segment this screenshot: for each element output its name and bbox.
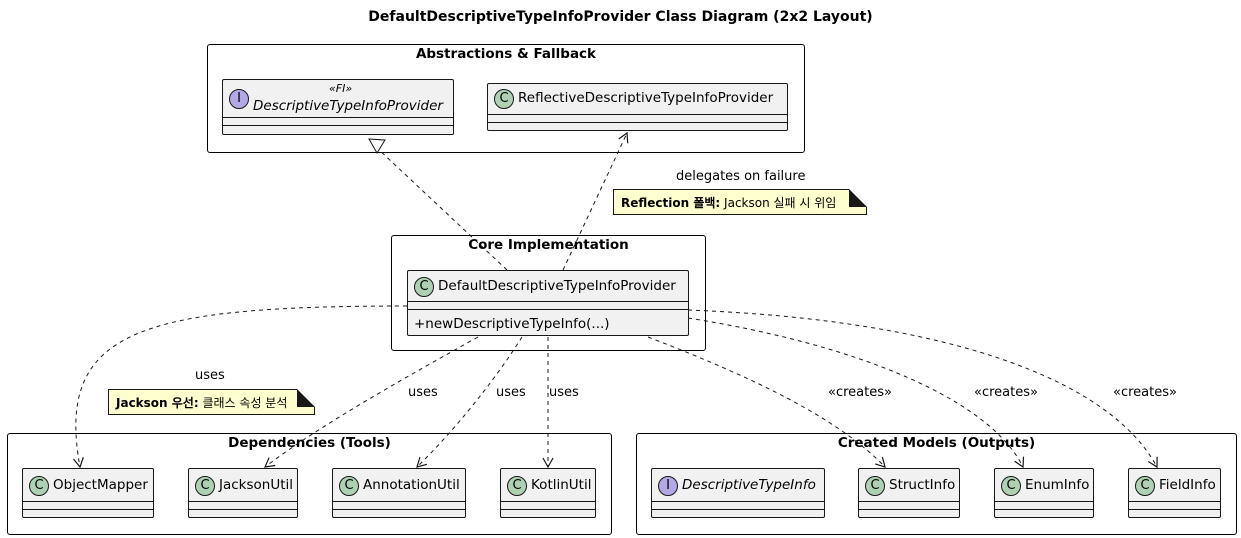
class-separator: [408, 301, 688, 302]
edge-label-uses-jackson: uses: [408, 385, 438, 400]
class-icon: C: [1001, 476, 1021, 496]
method-new-descriptive-type-info: +newDescriptiveTypeInfo(...): [414, 316, 610, 332]
note-bold-text: Reflection 폴백:: [621, 196, 721, 210]
note-text: Jackson 실패 시 위임: [720, 196, 837, 210]
class-separator: [408, 309, 688, 310]
package-models-title: Created Models (Outputs): [837, 435, 1036, 451]
class-name: DescriptiveTypeInfo: [682, 477, 816, 493]
class-separator: [501, 501, 595, 502]
class-icon: C: [507, 476, 527, 496]
class-name: AnnotationUtil: [363, 477, 460, 493]
class-icon: C: [339, 476, 359, 496]
edge-creates-field: [687, 309, 1158, 469]
note-fold-corner: [297, 389, 315, 407]
edge-creates-struct: [647, 336, 886, 468]
edge-label-creates-struct: «creates»: [828, 385, 892, 400]
interface-icon: I: [229, 89, 249, 109]
class-name: EnumInfo: [1025, 477, 1090, 493]
edge-uses-annotation: [416, 336, 523, 468]
class-separator: [223, 117, 453, 118]
class-kotlin-util[interactable]: C KotlinUtil: [500, 468, 596, 518]
class-separator: [859, 509, 959, 510]
edge-label-creates-field: «creates»: [1113, 385, 1177, 400]
class-name: ReflectiveDescriptiveTypeInfoProvider: [518, 90, 774, 106]
class-field-info[interactable]: C FieldInfo: [1128, 468, 1221, 518]
class-enum-info[interactable]: C EnumInfo: [994, 468, 1094, 518]
note-fold-corner: [849, 189, 867, 207]
class-separator: [488, 114, 787, 115]
package-models: Created Models (Outputs): [636, 433, 1237, 535]
class-separator: [995, 501, 1093, 502]
edge-uses-jackson: [264, 336, 479, 468]
package-dependencies-title: Dependencies (Tools): [228, 435, 391, 451]
class-separator: [223, 125, 453, 126]
note-bold-text: Jackson 우선:: [116, 396, 199, 410]
class-separator: [189, 509, 297, 510]
edge-implements: [375, 146, 508, 271]
class-name: DefaultDescriptiveTypeInfoProvider: [438, 278, 676, 294]
class-name: DescriptiveTypeInfoProvider: [253, 98, 443, 114]
class-reflective-descriptive-type-info-provider[interactable]: C ReflectiveDescriptiveTypeInfoProvider: [487, 83, 788, 131]
edge-label-delegates: delegates on failure: [676, 169, 806, 184]
implements-arrowhead: [368, 138, 386, 154]
class-annotation-util[interactable]: C AnnotationUtil: [332, 468, 466, 518]
edge-label-creates-enum: «creates»: [974, 385, 1038, 400]
edge-label-uses-annotation: uses: [496, 385, 526, 400]
class-name: JacksonUtil: [219, 477, 294, 493]
note-reflection-fallback: Reflection 폴백: Jackson 실패 시 위임: [613, 189, 867, 215]
class-jackson-util[interactable]: C JacksonUtil: [188, 468, 298, 518]
interface-descriptive-type-info-provider[interactable]: I «FI» DescriptiveTypeInfoProvider: [222, 79, 454, 135]
class-separator: [652, 509, 824, 510]
class-icon: C: [865, 476, 885, 496]
class-name: KotlinUtil: [531, 477, 592, 493]
interface-icon: I: [658, 476, 678, 496]
class-separator: [501, 509, 595, 510]
note-jackson-first: Jackson 우선: 클래스 속성 분석: [108, 389, 315, 415]
class-separator: [1129, 509, 1220, 510]
class-separator: [189, 501, 297, 502]
package-abstractions: Abstractions & Fallback: [207, 44, 805, 153]
edge-delegates: [562, 131, 629, 271]
class-separator: [23, 509, 153, 510]
class-separator: [995, 509, 1093, 510]
edge-creates-enum: [687, 317, 1025, 469]
class-icon: C: [195, 476, 215, 496]
edge-uses-object-mapper: [73, 305, 408, 469]
class-icon: C: [414, 277, 434, 297]
package-core-title: Core Implementation: [468, 237, 629, 253]
interface-descriptive-type-info[interactable]: I DescriptiveTypeInfo: [651, 468, 825, 518]
class-separator: [488, 122, 787, 123]
class-icon: C: [29, 476, 49, 496]
package-abstractions-title: Abstractions & Fallback: [415, 46, 597, 62]
class-default-descriptive-type-info-provider[interactable]: C DefaultDescriptiveTypeInfoProvider +ne…: [407, 270, 689, 336]
class-name: FieldInfo: [1159, 477, 1216, 493]
class-object-mapper[interactable]: C ObjectMapper: [22, 468, 154, 518]
class-icon: C: [1135, 476, 1155, 496]
note-text: 클래스 속성 분석: [198, 396, 288, 410]
edge-label-uses-kotlin: uses: [549, 385, 579, 400]
class-separator: [23, 501, 153, 502]
class-separator: [652, 501, 824, 502]
edge-label-uses-object-mapper: uses: [195, 368, 225, 383]
package-dependencies: Dependencies (Tools): [7, 433, 612, 535]
package-core: Core Implementation: [391, 235, 706, 351]
class-separator: [1129, 501, 1220, 502]
class-separator: [333, 509, 465, 510]
class-separator: [859, 501, 959, 502]
class-name: StructInfo: [889, 477, 956, 493]
class-separator: [333, 501, 465, 502]
diagram-title: DefaultDescriptiveTypeInfoProvider Class…: [368, 9, 873, 25]
class-struct-info[interactable]: C StructInfo: [858, 468, 960, 518]
class-icon: C: [494, 89, 514, 109]
stereotype-label: «FI»: [329, 82, 353, 95]
class-name: ObjectMapper: [53, 477, 148, 493]
